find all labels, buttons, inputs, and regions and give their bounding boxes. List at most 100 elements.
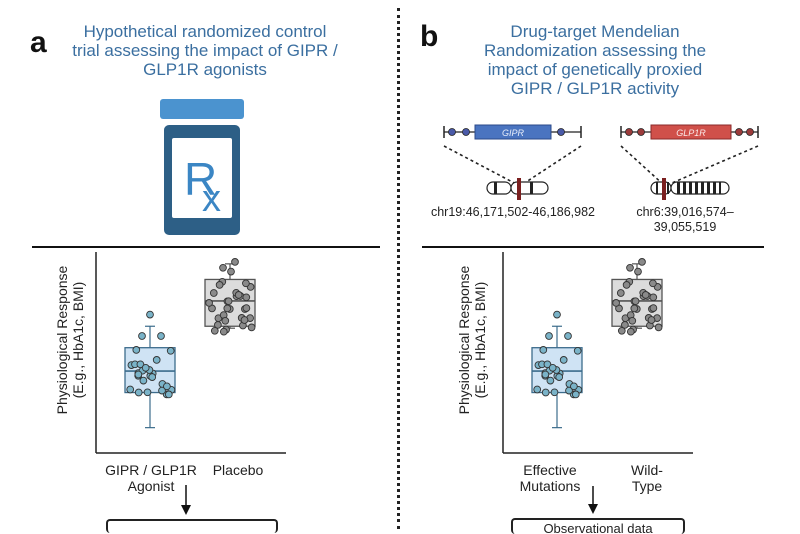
data-point bbox=[152, 356, 161, 364]
data-point bbox=[210, 326, 219, 335]
data-point bbox=[612, 299, 620, 307]
data-point bbox=[565, 386, 573, 395]
outlier-point bbox=[545, 332, 553, 340]
x-category-line: Placebo bbox=[212, 462, 264, 478]
panel-b-letter: b bbox=[420, 20, 439, 53]
data-point bbox=[647, 316, 656, 324]
data-point bbox=[215, 281, 224, 289]
panel-a-letter: a bbox=[30, 26, 47, 59]
gipr-gene-diagram: GIPR bbox=[443, 124, 582, 200]
x-category-line: Type bbox=[631, 478, 663, 494]
data-point bbox=[654, 323, 663, 332]
gipr-gene-label: GIPR bbox=[502, 128, 525, 138]
panel-a-title: Hypothetical randomized control trial as… bbox=[50, 22, 360, 79]
data-point bbox=[143, 388, 152, 397]
outlier-point bbox=[146, 310, 154, 319]
y-axis-label-line: (E.g., HbA1c, BMI) bbox=[472, 281, 488, 399]
y-axis-label-line: Physiological Response bbox=[54, 265, 70, 415]
outlier-point bbox=[157, 332, 165, 340]
data-point bbox=[550, 388, 559, 397]
data-point bbox=[219, 327, 228, 336]
y-axis-label-line: (E.g., HbA1c, BMI) bbox=[70, 281, 86, 399]
glp1r-gene-box bbox=[650, 124, 732, 140]
gipr-variant-dot bbox=[557, 128, 565, 136]
panel-b-x-category-2: Wild- Type bbox=[612, 462, 682, 494]
data-point bbox=[539, 346, 548, 354]
data-point bbox=[205, 299, 213, 307]
panel-b-down-arrow-icon bbox=[588, 486, 598, 514]
outlier-point bbox=[626, 263, 634, 272]
data-point bbox=[166, 346, 175, 355]
outlier-point bbox=[638, 258, 646, 266]
glp1r-coordinates: chr6:39,016,574– 39,055,519 bbox=[610, 205, 760, 235]
data-point bbox=[626, 327, 635, 336]
x-category-line: Mutations bbox=[519, 478, 581, 494]
panel-b-boxplot bbox=[502, 252, 693, 454]
panel-separator-dashed bbox=[397, 8, 400, 529]
chr19-chromosome-icon bbox=[486, 178, 549, 200]
y-axis-label-line: Physiological Response bbox=[456, 265, 472, 415]
data-point bbox=[546, 376, 555, 385]
rx-x-text: x bbox=[202, 178, 221, 220]
data-point bbox=[132, 346, 141, 354]
panel-b-title-line: GIPR / GLP1R activity bbox=[510, 79, 680, 98]
data-point bbox=[247, 323, 256, 332]
panel-b-outcome-box: Observational data bbox=[511, 518, 685, 534]
gipr-coordinates: chr19:46,171,502-46,186,982 bbox=[418, 205, 608, 220]
x-category-line: GIPR / GLP1R bbox=[105, 462, 197, 478]
data-point bbox=[630, 304, 639, 313]
panel-b-title-line: Drug-target Mendelian bbox=[510, 22, 680, 41]
gipr-variant-dot bbox=[448, 128, 456, 136]
panel-a-y-axis-label: Physiological Response (E.g., HbA1c, BMI… bbox=[54, 250, 86, 430]
outlier-point bbox=[231, 258, 239, 266]
panel-a-down-arrow-icon bbox=[181, 485, 191, 515]
coord-line: chr19:46,171,502-46,186,982 bbox=[430, 205, 596, 219]
outlier-point bbox=[553, 310, 561, 319]
data-point bbox=[548, 363, 557, 372]
data-point bbox=[649, 293, 658, 302]
data-point bbox=[134, 370, 143, 379]
panel-b-y-axis-label: Physiological Response (E.g., HbA1c, BMI… bbox=[456, 250, 488, 430]
rx-text: R bbox=[184, 153, 217, 205]
x-category-line: Effective bbox=[523, 462, 577, 478]
data-point bbox=[148, 373, 157, 381]
data-point bbox=[126, 385, 135, 394]
glp1r-gene-label: GLP1R bbox=[676, 128, 706, 138]
data-point bbox=[139, 376, 148, 385]
data-point bbox=[570, 382, 578, 391]
x-category-line: Agonist bbox=[127, 478, 175, 494]
data-point bbox=[242, 279, 250, 288]
bottle-cap bbox=[160, 99, 244, 119]
panel-a-title-line: Hypothetical randomized control bbox=[83, 22, 327, 41]
glp1r-variant-dot bbox=[735, 128, 743, 136]
bottle-label bbox=[172, 138, 232, 218]
panel-b-divider bbox=[422, 246, 764, 248]
data-point bbox=[221, 316, 230, 325]
glp1r-variant-dot bbox=[746, 128, 754, 136]
x-category-line: Wild- bbox=[631, 462, 663, 478]
panel-b-outcome-text: Observational data bbox=[543, 521, 653, 534]
data-point bbox=[223, 304, 232, 313]
data-point bbox=[533, 385, 542, 394]
data-point bbox=[209, 289, 218, 297]
panel-a-boxplot bbox=[95, 252, 286, 454]
data-point bbox=[163, 382, 171, 391]
data-point bbox=[616, 289, 625, 297]
data-point bbox=[649, 304, 658, 312]
data-point bbox=[541, 370, 550, 379]
glp1r-variant-dot bbox=[637, 128, 645, 136]
data-point bbox=[649, 279, 657, 288]
outlier-point bbox=[138, 332, 146, 340]
data-point bbox=[240, 316, 249, 324]
data-point bbox=[617, 326, 626, 335]
data-point bbox=[141, 363, 150, 372]
data-point bbox=[224, 297, 233, 306]
outlier-point bbox=[227, 267, 235, 276]
data-point bbox=[559, 356, 568, 364]
panel-b-title-line: impact of genetically proxied bbox=[487, 60, 703, 79]
coord-line: 39,055,519 bbox=[653, 220, 717, 234]
data-point bbox=[541, 388, 550, 397]
rx-pill-bottle-icon: R x bbox=[160, 99, 244, 235]
data-point bbox=[164, 390, 173, 399]
panel-a-title-line: GLP1R agonists bbox=[143, 60, 267, 79]
